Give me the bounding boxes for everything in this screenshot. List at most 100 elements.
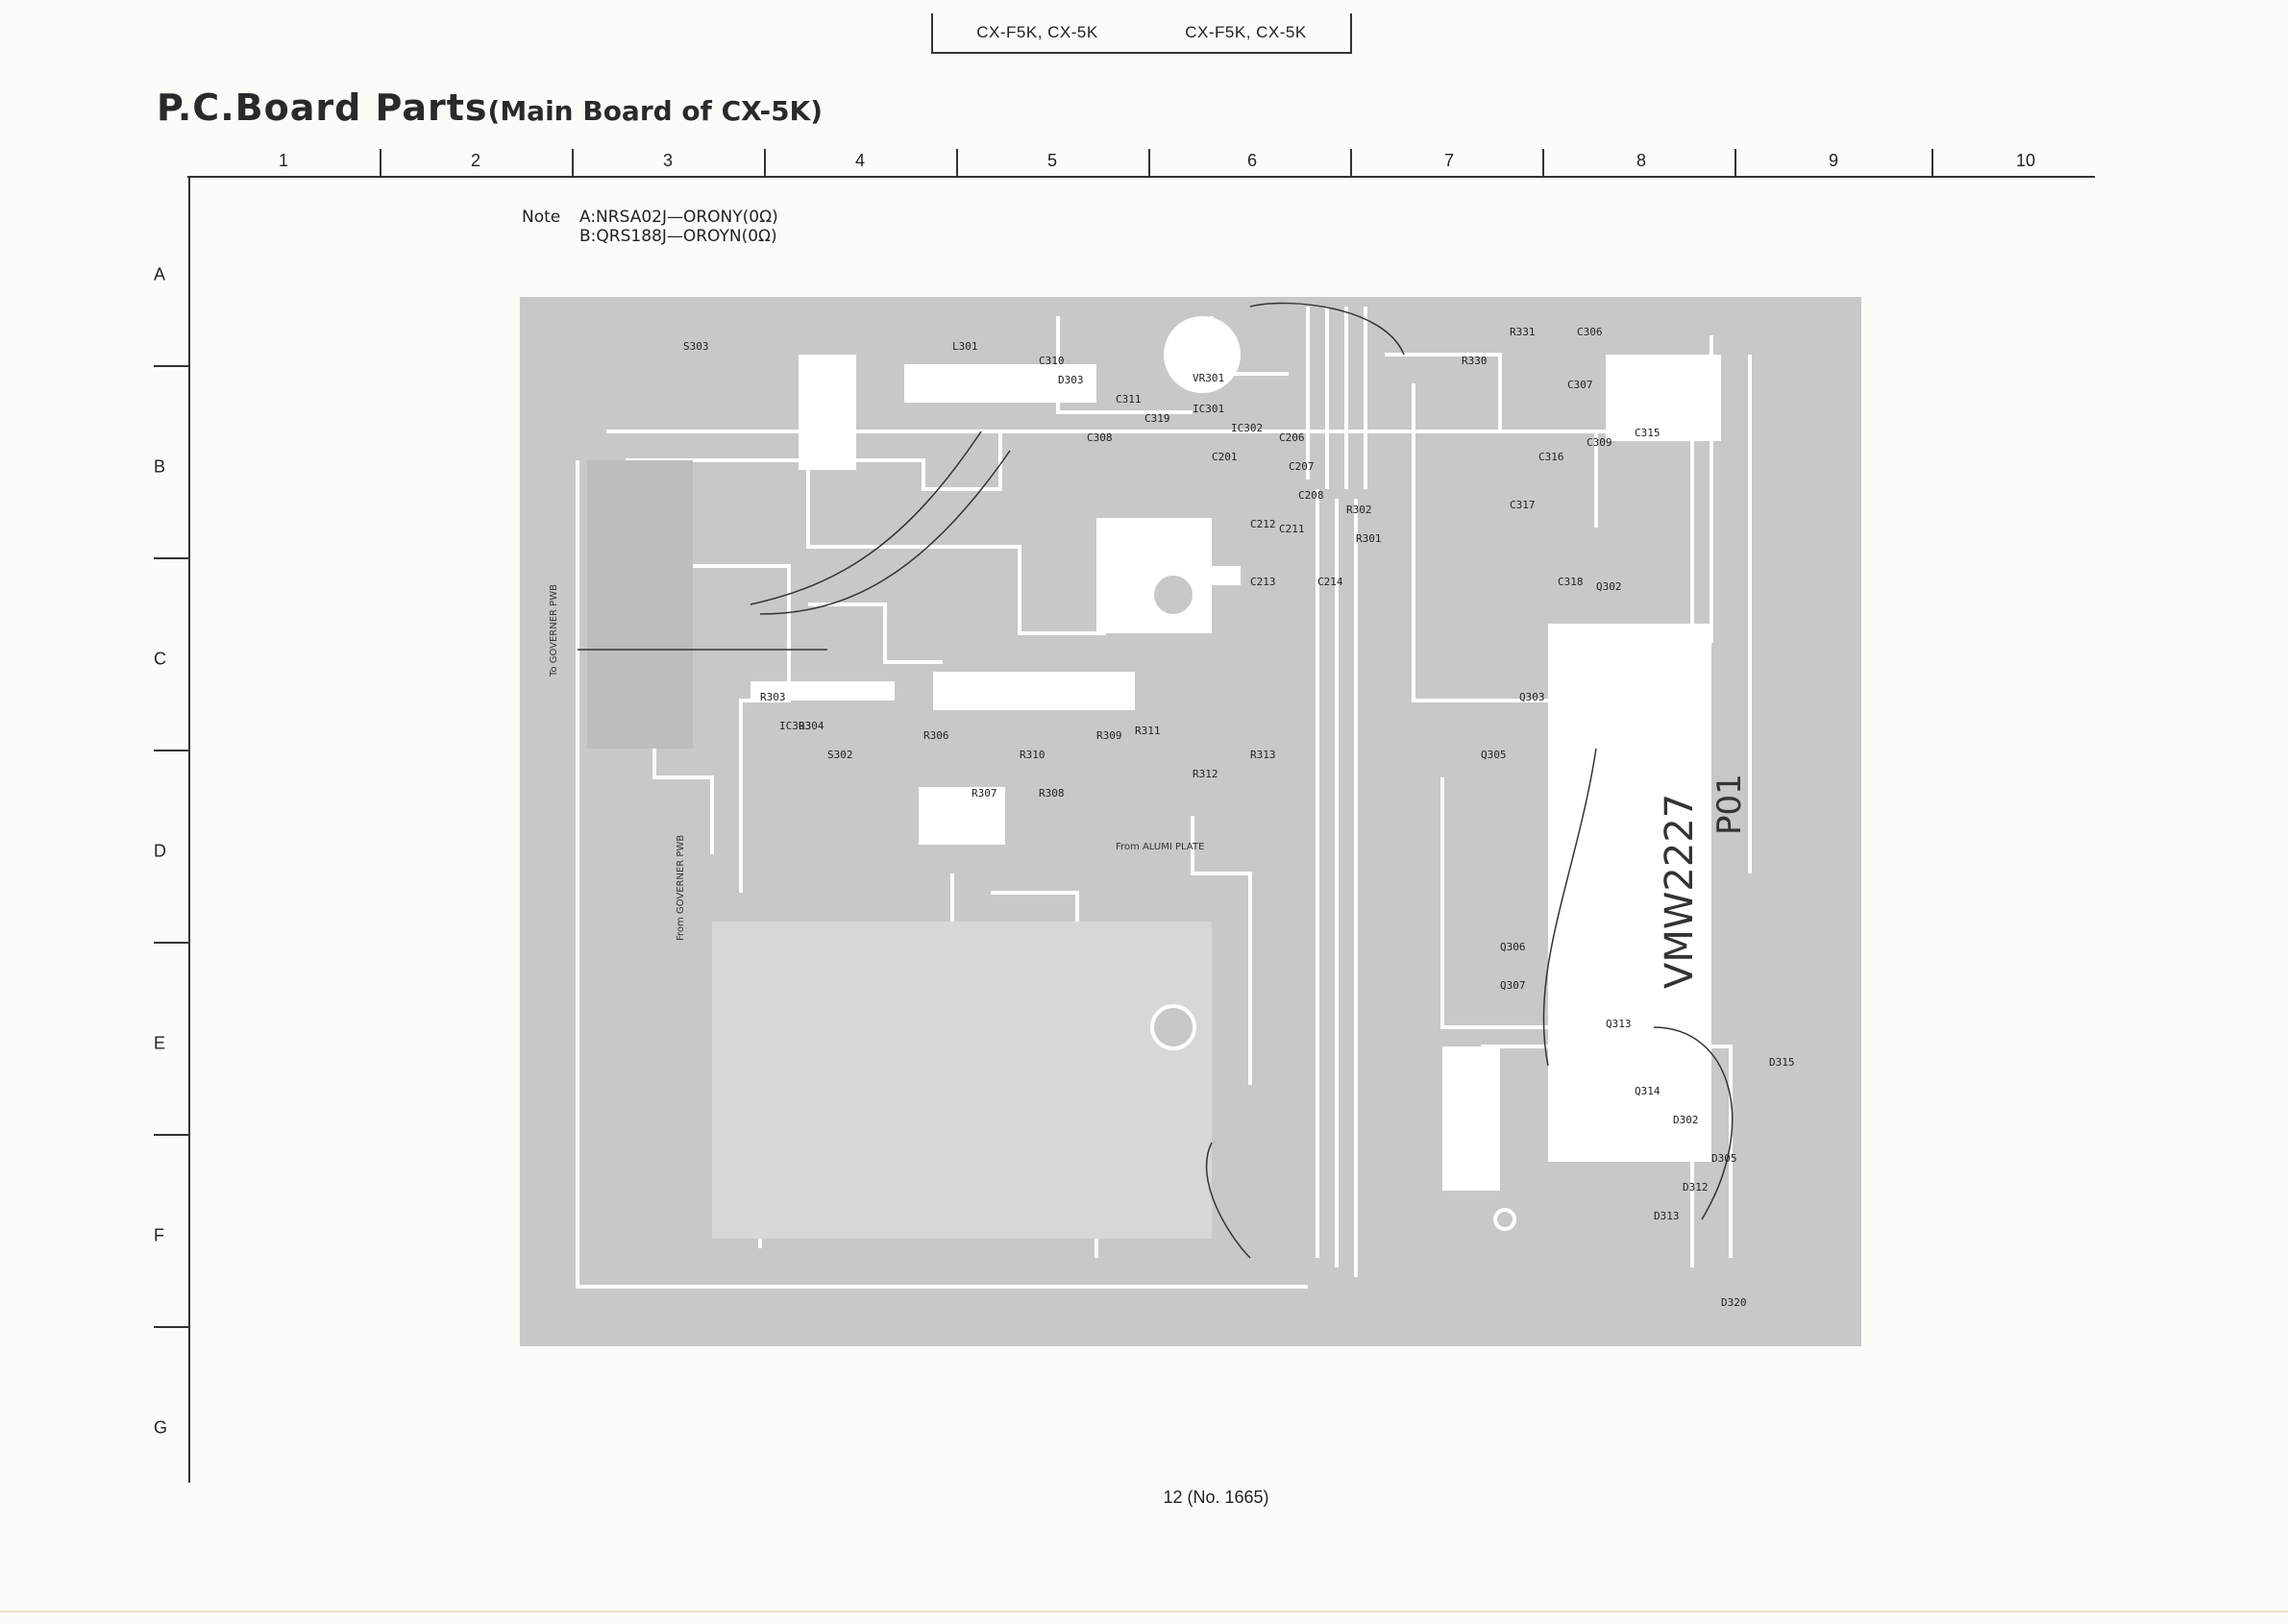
component-label: Q307 bbox=[1500, 979, 1526, 992]
board-revision: P01 bbox=[1710, 774, 1749, 835]
column-label: 4 bbox=[854, 151, 866, 170]
header-model-left: CX-F5K, CX-5K bbox=[976, 23, 1098, 41]
row-label: B bbox=[154, 456, 166, 477]
column-divider bbox=[956, 149, 958, 176]
component-label: D320 bbox=[1721, 1296, 1747, 1309]
component-label: R331 bbox=[1510, 326, 1536, 338]
component-label: R310 bbox=[1020, 749, 1046, 761]
component-label: D302 bbox=[1673, 1114, 1699, 1126]
note-label: Note bbox=[522, 208, 561, 227]
pcb-jumpers bbox=[578, 302, 1734, 1259]
component-label: R308 bbox=[1039, 787, 1065, 800]
component-label: D305 bbox=[1711, 1152, 1737, 1165]
component-label: C206 bbox=[1279, 431, 1305, 444]
header-model-right: CX-F5K, CX-5K bbox=[1185, 23, 1307, 41]
component-label: C309 bbox=[1587, 436, 1612, 449]
row-label: A bbox=[154, 264, 166, 284]
arrow-label-from-alumi: From ALUMI PLATE bbox=[1116, 842, 1204, 852]
page-title-sub: (Main Board of CX-5K) bbox=[487, 95, 824, 127]
component-label: C201 bbox=[1212, 451, 1238, 463]
component-label: IC302 bbox=[1231, 422, 1263, 434]
component-label: C213 bbox=[1250, 576, 1276, 588]
component-label: C315 bbox=[1635, 427, 1661, 439]
column-ruler: 1 2 3 4 5 6 7 8 9 10 bbox=[187, 149, 2095, 178]
component-label: C212 bbox=[1250, 518, 1276, 530]
pcb-marking: VMW2227 P01 To GOVERNER PWB From GOVERNE… bbox=[549, 584, 1749, 989]
component-label: Q305 bbox=[1481, 749, 1507, 761]
column-label: 10 bbox=[2015, 151, 2036, 170]
component-label: IC301 bbox=[1193, 403, 1224, 415]
component-label: D313 bbox=[1654, 1210, 1680, 1222]
component-label: C316 bbox=[1538, 451, 1564, 463]
row-divider bbox=[154, 1134, 188, 1136]
column-label: 3 bbox=[662, 151, 674, 170]
component-label: Q314 bbox=[1635, 1085, 1661, 1097]
bottom-rule bbox=[0, 1611, 2288, 1612]
column-divider bbox=[572, 149, 574, 176]
component-label: R302 bbox=[1346, 504, 1372, 516]
component-label: R313 bbox=[1250, 749, 1276, 761]
page-title: P.C.Board Parts(Main Board of CX-5K) bbox=[157, 86, 823, 129]
note-line-a: A:NRSA02J—ORONY(0Ω) bbox=[579, 208, 778, 227]
column-divider bbox=[764, 149, 766, 176]
component-label: S302 bbox=[827, 749, 853, 761]
component-label: C207 bbox=[1289, 460, 1315, 473]
component-label: VR301 bbox=[1193, 372, 1224, 384]
component-label: C307 bbox=[1567, 379, 1593, 391]
component-label: R311 bbox=[1135, 725, 1161, 737]
component-label: R312 bbox=[1193, 768, 1218, 780]
component-label: R301 bbox=[1356, 532, 1382, 545]
component-label: Q306 bbox=[1500, 941, 1526, 953]
row-ruler: A B C D E F G bbox=[154, 176, 190, 1483]
component-label: C208 bbox=[1298, 489, 1324, 502]
row-label: F bbox=[154, 1225, 164, 1245]
note-line-b: B:QRS188J—OROYN(0Ω) bbox=[579, 227, 777, 246]
row-divider bbox=[154, 942, 188, 944]
column-divider bbox=[1350, 149, 1352, 176]
component-label: Q303 bbox=[1519, 691, 1545, 703]
component-label: Q302 bbox=[1596, 580, 1622, 593]
page-title-main: P.C.Board Parts bbox=[157, 86, 488, 129]
row-divider bbox=[154, 557, 188, 559]
component-label: R304 bbox=[799, 720, 824, 732]
row-divider bbox=[154, 365, 188, 367]
component-label: C211 bbox=[1279, 523, 1305, 535]
row-label: C bbox=[154, 649, 166, 669]
component-label: D315 bbox=[1769, 1056, 1795, 1069]
pcb-pads bbox=[587, 316, 1721, 1239]
column-divider bbox=[380, 149, 381, 176]
component-label: R306 bbox=[923, 729, 949, 742]
note-block: Note A:NRSA02J—ORONY(0Ω) B:QRS188J—OROYN… bbox=[522, 208, 778, 246]
component-label: D312 bbox=[1683, 1181, 1709, 1193]
column-label: 8 bbox=[1636, 151, 1647, 170]
board-serial: VMW2227 bbox=[1658, 794, 1702, 989]
column-label: 5 bbox=[1046, 151, 1058, 170]
component-label: C306 bbox=[1577, 326, 1603, 338]
component-label: C319 bbox=[1144, 412, 1170, 425]
column-label: 1 bbox=[278, 151, 289, 170]
model-header: CX-F5K, CX-5K CX-F5K, CX-5K bbox=[931, 13, 1352, 54]
component-label: C308 bbox=[1087, 431, 1113, 444]
row-label: G bbox=[154, 1417, 168, 1438]
column-label: 2 bbox=[470, 151, 481, 170]
column-label: 6 bbox=[1246, 151, 1258, 170]
component-label: L301 bbox=[952, 340, 978, 353]
component-label: C318 bbox=[1558, 576, 1584, 588]
column-divider bbox=[1734, 149, 1736, 176]
row-divider bbox=[154, 1326, 188, 1328]
column-divider bbox=[1931, 149, 1933, 176]
row-label: E bbox=[154, 1033, 166, 1053]
page-number: 12 (No. 1665) bbox=[1163, 1488, 1269, 1507]
row-label: D bbox=[154, 841, 166, 861]
component-label: C310 bbox=[1039, 355, 1065, 367]
row-divider bbox=[154, 750, 188, 751]
component-label: R307 bbox=[972, 787, 997, 800]
column-divider bbox=[1542, 149, 1544, 176]
arrow-label-to-governer: To GOVERNER PWB bbox=[549, 584, 559, 677]
component-label: C311 bbox=[1116, 393, 1142, 406]
component-label: C317 bbox=[1510, 499, 1536, 511]
arrow-label-from-governer: From GOVERNER PWB bbox=[676, 835, 686, 941]
